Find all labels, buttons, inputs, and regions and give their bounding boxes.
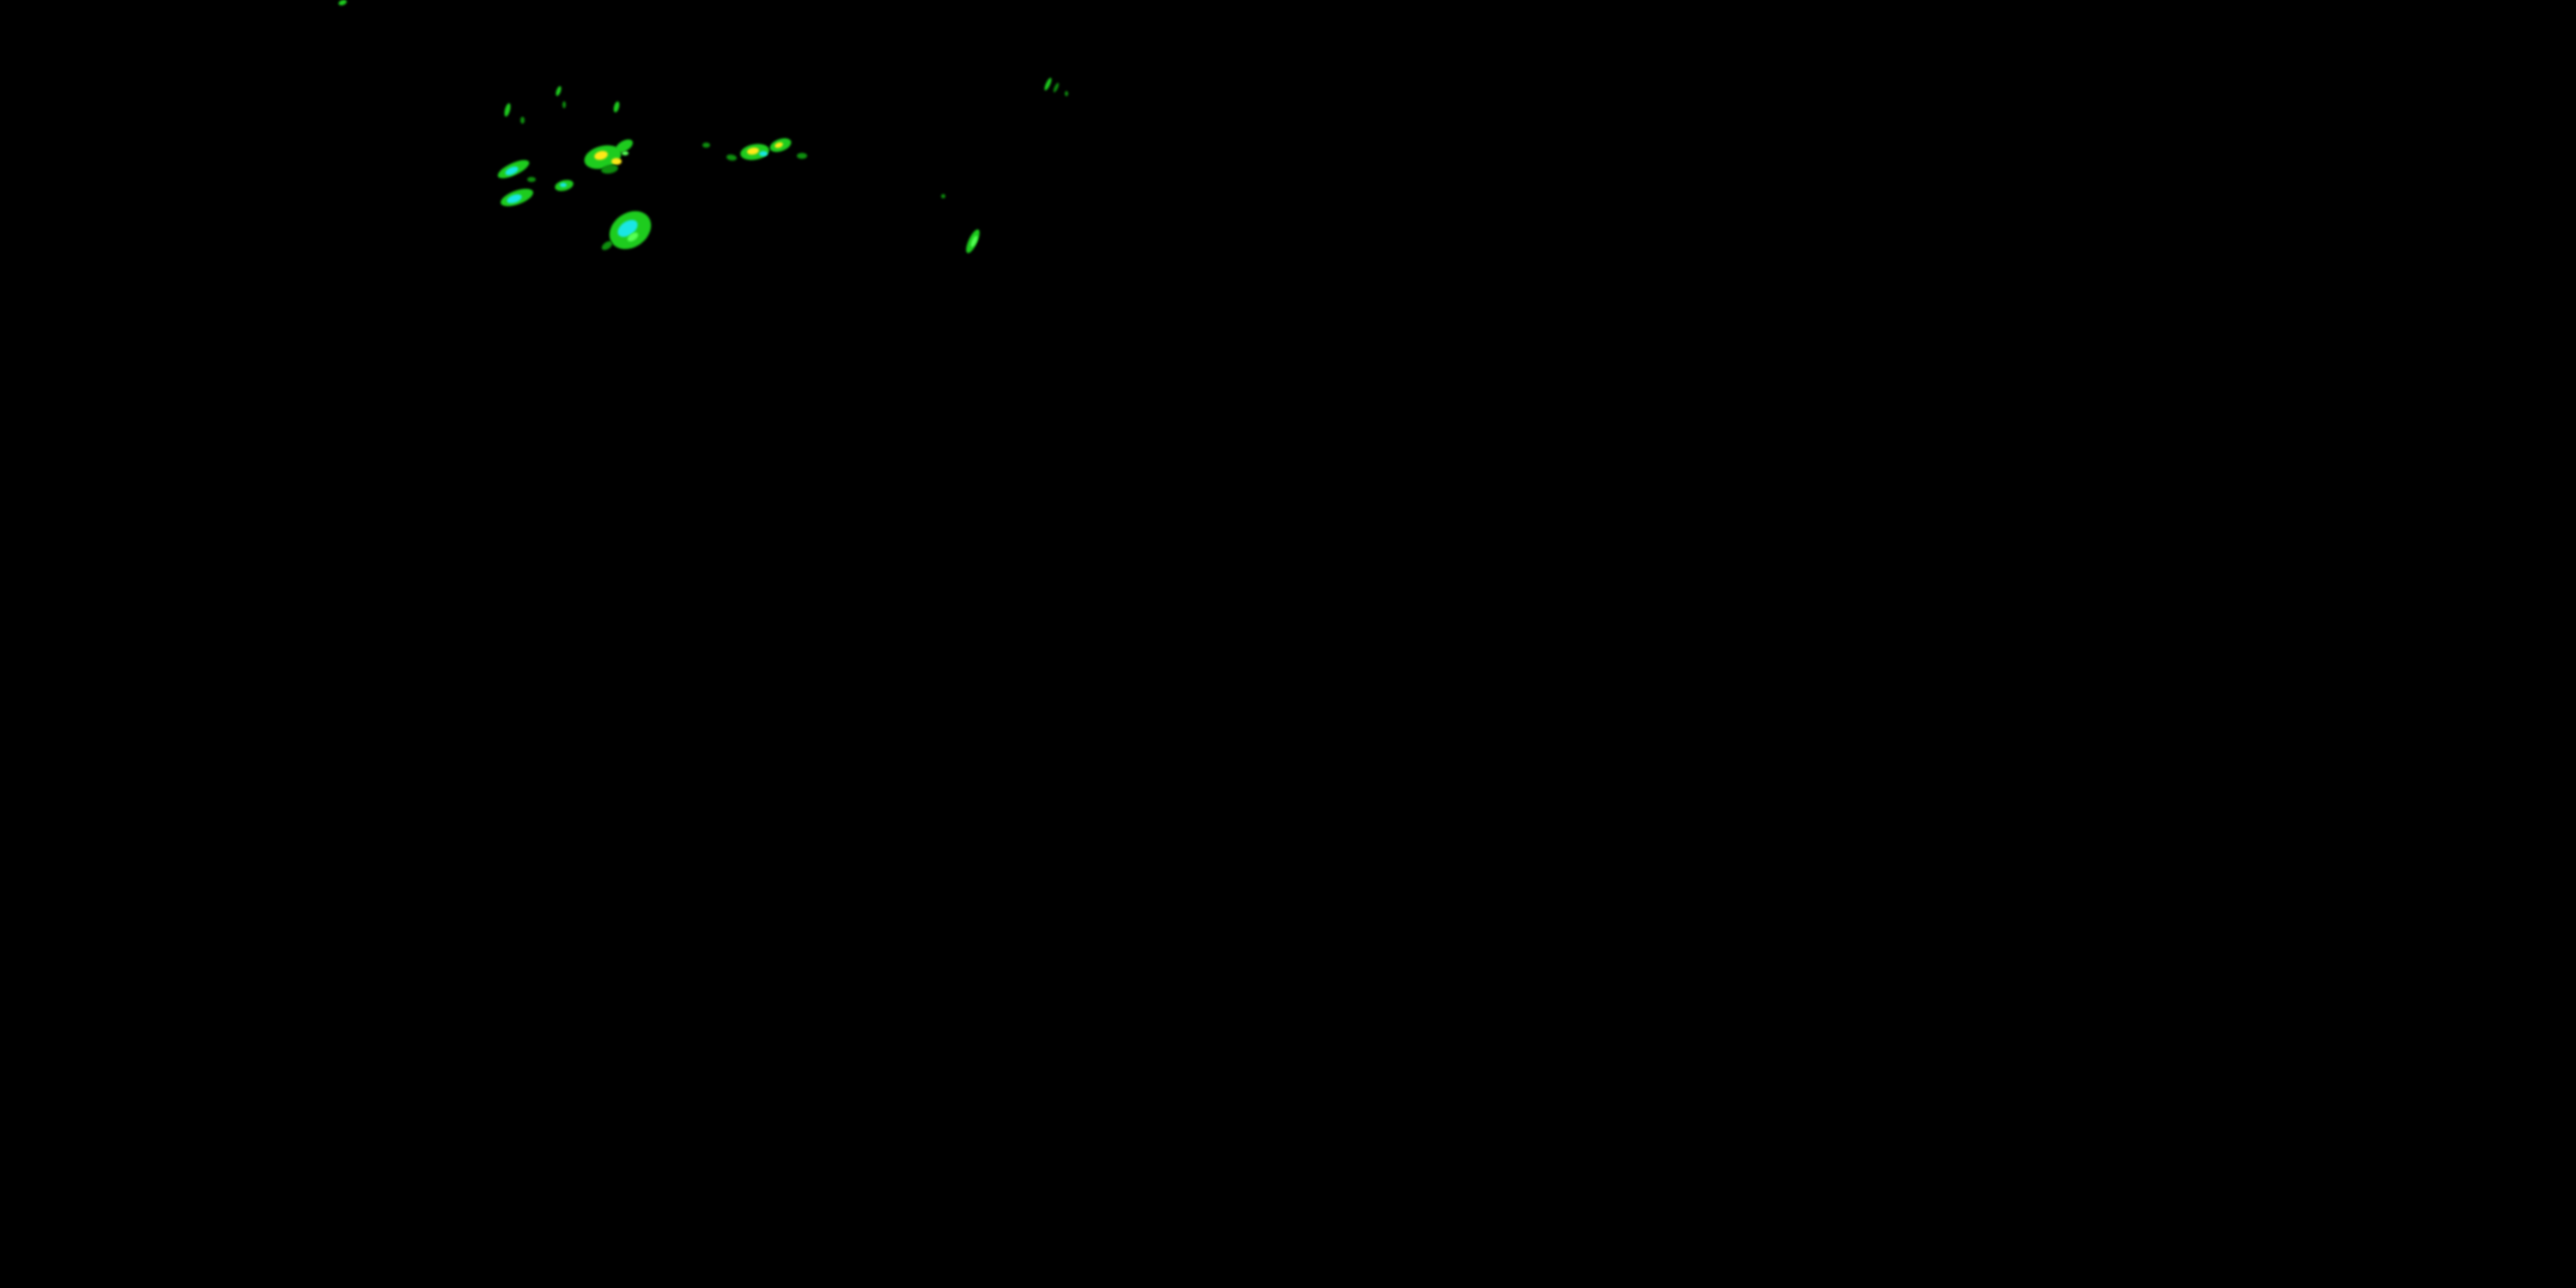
radar-echo [611,158,622,165]
radar-echo [941,194,945,198]
radar-echo [702,143,710,148]
radar-echo [622,151,629,155]
radar-echo [555,85,562,97]
radar-echo [562,101,566,108]
radar-echo [797,153,807,159]
radar-echo [1042,76,1054,92]
radar-echo [337,0,348,7]
radar-echo [759,151,768,156]
radar-echo [560,183,567,187]
radar-echo [527,177,536,182]
radar-echo [1052,82,1060,94]
radar-echo [599,239,615,252]
radar-echo [503,102,512,118]
radar-echo [520,117,525,124]
radar-echo [726,154,738,161]
radar-echo [612,100,621,113]
radar-echo [1065,91,1068,96]
